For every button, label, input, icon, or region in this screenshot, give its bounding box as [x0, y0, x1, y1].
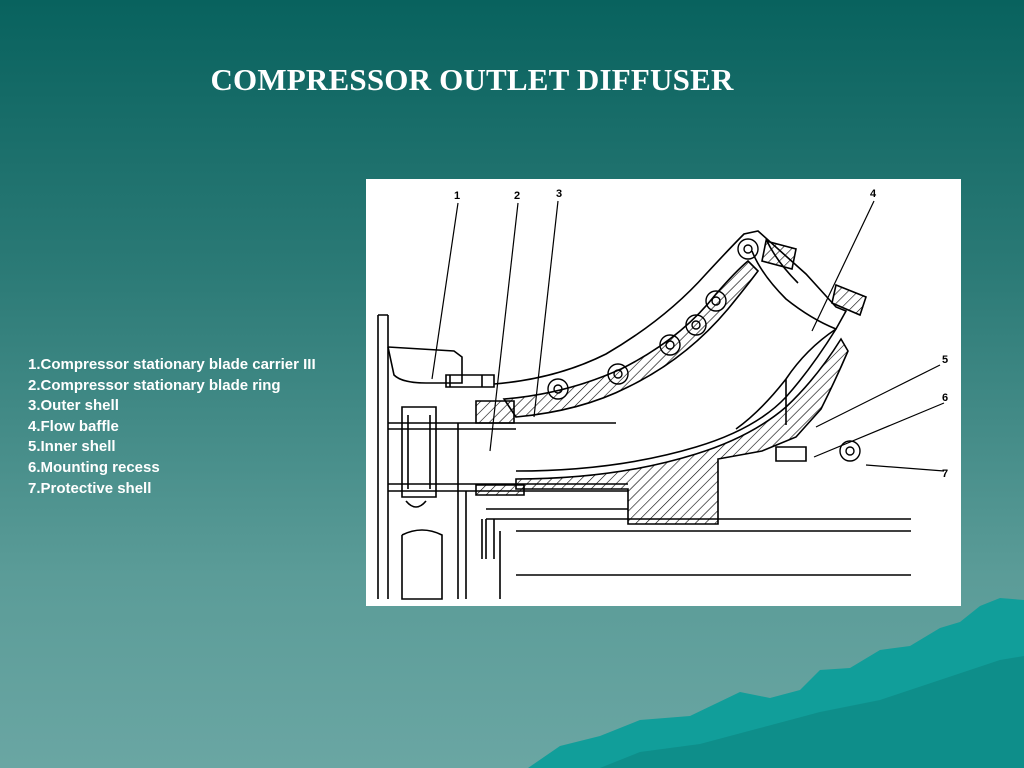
- base-lines: [486, 508, 911, 576]
- inner-shell-outline: [515, 328, 837, 472]
- diffuser-drawing: 1 2 3 4 5 6 7: [366, 179, 961, 606]
- ring-lower: [475, 484, 525, 496]
- bolt-holes: [547, 238, 861, 462]
- bolt-top: [761, 240, 867, 317]
- callout-3: 3: [556, 188, 562, 200]
- slide-title: COMPRESSOR OUTLET DIFFUSER: [210, 62, 734, 97]
- callout-7: 7: [942, 468, 948, 480]
- bolt-left: [445, 374, 495, 388]
- legend-item-4: 4.Flow baffle: [28, 417, 119, 435]
- shaft-vertical: [457, 423, 501, 599]
- legend-item-1: 1.Compressor stationary blade carrier II…: [28, 356, 316, 373]
- blade-carrier-outline: [377, 314, 389, 599]
- leader-lines: [431, 200, 945, 472]
- shaft-lower: [401, 500, 443, 600]
- legend-item-3: 3.Outer shell: [28, 397, 119, 415]
- legend-item-2: 2.Compressor stationary blade ring: [28, 376, 281, 394]
- callout-5: 5: [942, 354, 948, 366]
- diffuser-drawing-svg: 1 2 3 4 5 6 7: [377, 188, 948, 600]
- part-legend: 1.Compressor stationary blade carrier II…: [28, 355, 316, 499]
- shaft-block: [401, 406, 437, 498]
- mountain-highlight: [600, 656, 1024, 768]
- callout-1: 1: [454, 190, 460, 202]
- legend-item-7: 7.Protective shell: [28, 479, 152, 497]
- callout-2: 2: [514, 190, 520, 202]
- callout-4: 4: [870, 188, 877, 200]
- recess-block: [775, 446, 807, 462]
- carrier-flange: [387, 346, 463, 384]
- inner-shell-hatched: [515, 337, 849, 525]
- legend-item-6: 6.Mounting recess: [28, 458, 160, 476]
- legend-item-5: 5.Inner shell: [28, 438, 116, 456]
- callout-6: 6: [942, 392, 948, 404]
